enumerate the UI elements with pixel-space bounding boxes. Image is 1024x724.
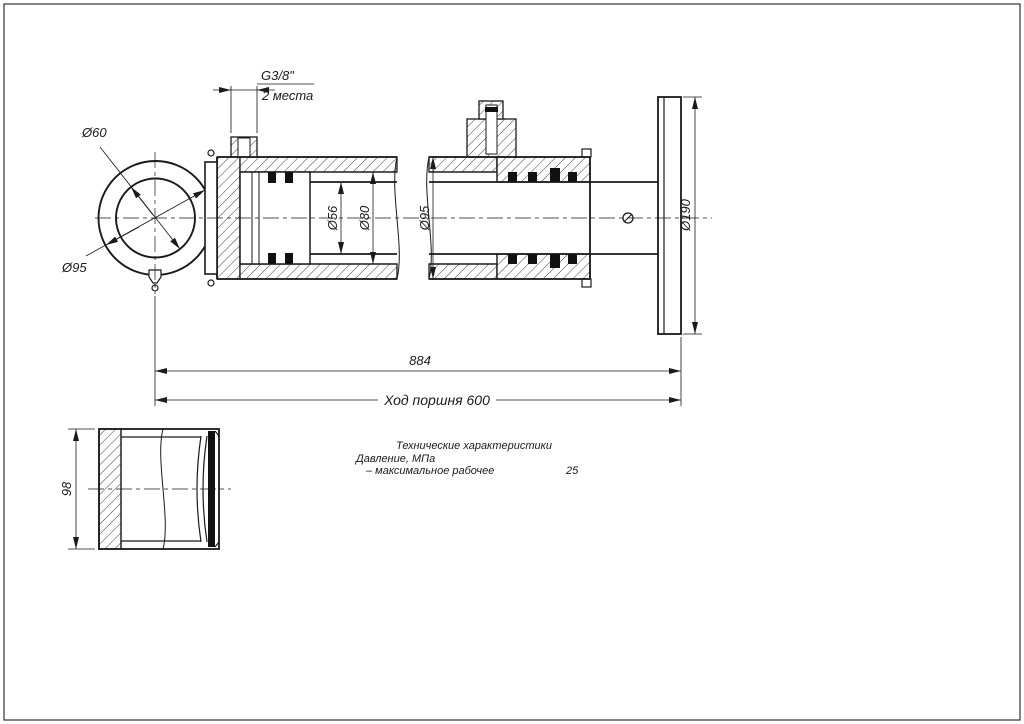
- rod-and-flange: [622, 96, 682, 335]
- technical-specs: Технические характеристики Давление, МПа…: [354, 440, 579, 477]
- dim-overall-length-label: 884: [409, 353, 431, 368]
- dim-flange-label: Ø190: [678, 198, 693, 232]
- dim-port-places-label: 2 места: [261, 88, 313, 103]
- specs-max-working-label: – максимальное рабочее: [365, 465, 494, 477]
- center-lines: [95, 152, 712, 294]
- dim-eye-inner-label: Ø60: [81, 125, 107, 140]
- dim-barrel-label: Ø95: [417, 205, 432, 231]
- main-assembly-view: Ø60 Ø95 G3/8" 2 места Ø56 Ø80 Ø95 Ø190: [61, 68, 712, 408]
- dimensions: Ø60 Ø95 G3/8" 2 места Ø56 Ø80 Ø95 Ø190: [61, 68, 702, 408]
- dim-port-thread-label: G3/8": [261, 68, 295, 83]
- dim-stroke-label: Ход поршня 600: [383, 392, 490, 408]
- bushing-dimension: 98: [59, 428, 95, 550]
- port-holes: [237, 104, 498, 158]
- specs-max-working-value: 25: [565, 465, 579, 477]
- specs-title: Технические характеристики: [396, 440, 552, 452]
- drawing-frame: [3, 3, 1021, 721]
- dim-eye-outer-label: Ø95: [61, 260, 87, 275]
- dim-bushing-height-label: 98: [59, 481, 74, 496]
- dim-rod-label: Ø56: [325, 205, 340, 231]
- mounting-flange: [657, 96, 682, 335]
- dim-bore-label: Ø80: [357, 205, 372, 231]
- specs-pressure-label: Давление, МПа: [354, 453, 435, 465]
- gland-seals: [496, 148, 592, 288]
- bushing-detail-view: 98: [59, 428, 231, 550]
